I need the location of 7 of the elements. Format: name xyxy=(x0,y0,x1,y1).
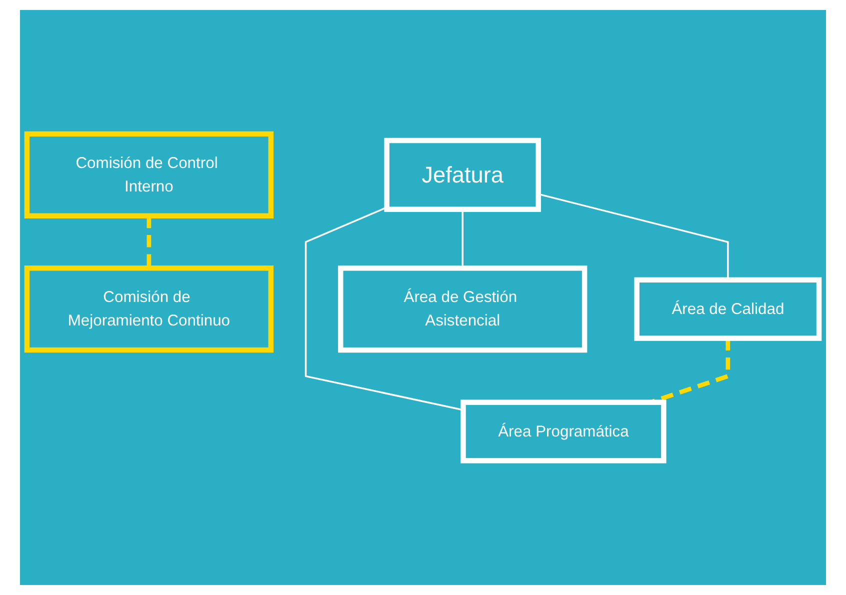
node-box: Comisión de Control Interno xyxy=(24,132,274,219)
node-box: Área Programática xyxy=(460,400,666,464)
node-box: Jefatura xyxy=(384,138,541,212)
node-box: Área de Gestión Asistencial xyxy=(338,266,588,353)
node-box: Comisión de Mejoramiento Continuo xyxy=(24,266,274,353)
node-box: Área de Calidad xyxy=(634,277,822,342)
connector xyxy=(304,206,464,411)
